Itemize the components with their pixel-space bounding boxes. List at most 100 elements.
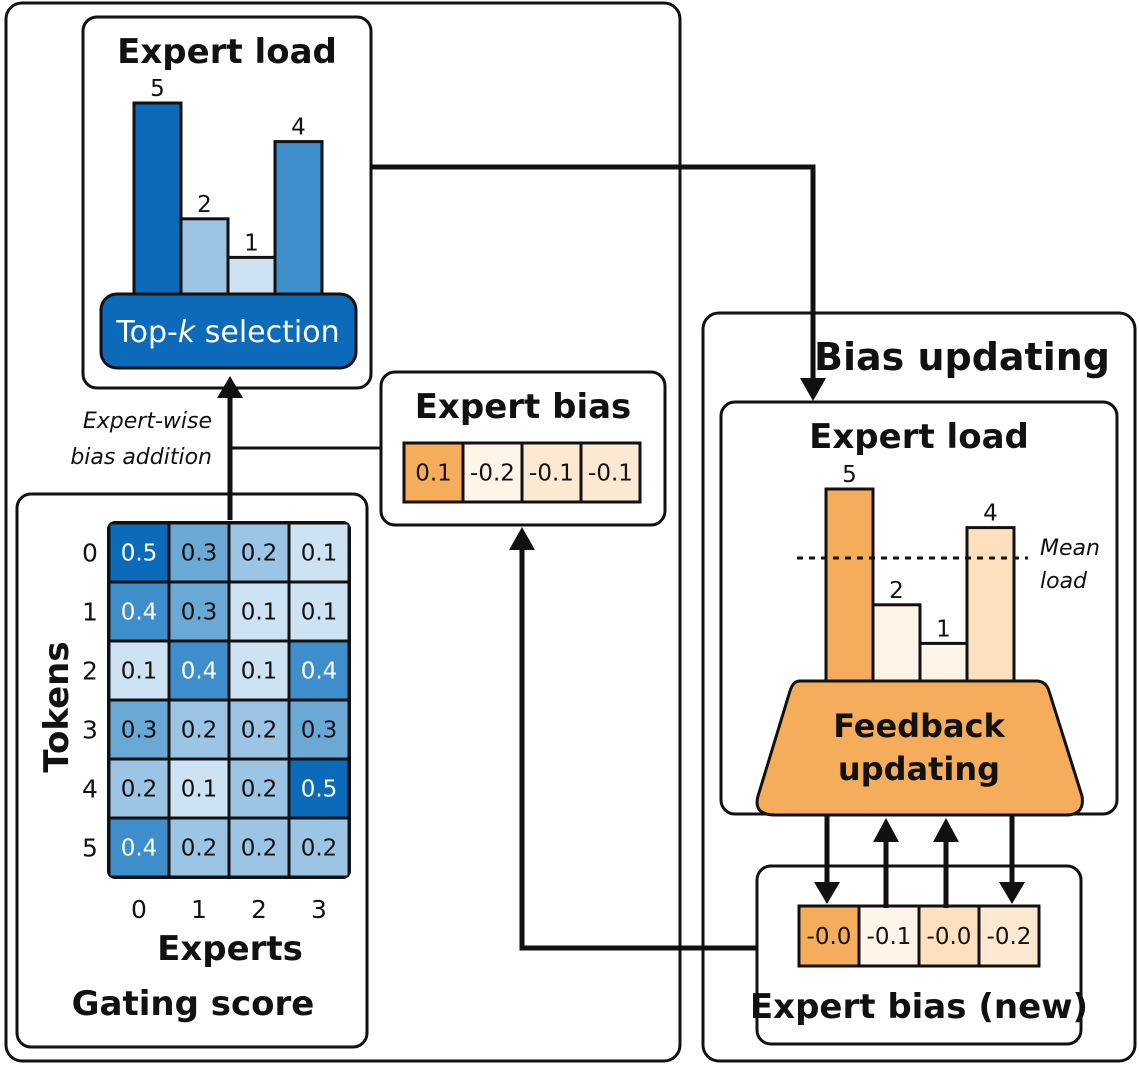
expert-col-label: 1 <box>191 895 207 924</box>
token-row-label: 2 <box>82 657 98 686</box>
heatmap-cell-value: 0.4 <box>121 836 158 862</box>
heatmap-cell-value: 0.2 <box>241 777 278 803</box>
new-bias-cell-value: -0.2 <box>987 924 1032 950</box>
heatmap-cell-value: 0.1 <box>121 659 158 685</box>
expert-bias-title: Expert bias <box>415 387 632 427</box>
feedback-updating-line1: Feedback <box>833 707 1005 745</box>
heatmap-cell <box>170 524 228 581</box>
expert-bias-cell <box>579 441 642 504</box>
mean-load-label-line1: Mean <box>1040 536 1100 561</box>
tokens-axis-label: Tokens <box>37 641 77 772</box>
heatmap-cell <box>110 819 168 876</box>
heatmap-cell <box>290 760 348 817</box>
heatmap-cell-value: 0.2 <box>241 836 278 862</box>
right-load-bar-label: 1 <box>936 616 951 642</box>
expert-col-label: 2 <box>251 895 267 924</box>
expert-bias-cell-value: 0.1 <box>415 461 452 487</box>
new-bias-cells: -0.0-0.1-0.0-0.2 <box>797 904 1041 968</box>
right-load-bar-label: 4 <box>983 501 998 527</box>
expert-bias-cell <box>402 441 465 504</box>
new-bias-cell <box>857 904 921 968</box>
heatmap-cell-value: 0.4 <box>301 659 338 685</box>
heatmap-cell-value: 0.1 <box>241 600 278 626</box>
new-bias-to-expert-bias-arrow <box>509 527 757 951</box>
heatmap-cell <box>230 701 288 758</box>
heatmap-cell-value: 0.1 <box>301 600 338 626</box>
heatmap-cell <box>230 760 288 817</box>
top-load-bar-label: 4 <box>291 115 306 141</box>
right-load-bar <box>918 641 969 684</box>
heatmap-cell-value: 0.5 <box>121 541 158 567</box>
heatmap-cell-value: 0.3 <box>121 718 158 744</box>
heatmap-cell <box>230 819 288 876</box>
top-load-bar <box>132 101 183 298</box>
heatmap-cell <box>230 642 288 699</box>
heatmap-cell-value: 0.1 <box>241 659 278 685</box>
heatmap-cell <box>170 819 228 876</box>
heatmap-cell-value: 0.2 <box>181 836 218 862</box>
right-load-bar-label: 2 <box>889 578 904 604</box>
heatmap-cell-value: 0.2 <box>121 777 158 803</box>
top-load-bar <box>179 217 230 298</box>
gating-score-title: Gating score <box>72 984 315 1024</box>
heatmap-cell <box>110 524 168 581</box>
new-bias-cell-value: -0.1 <box>867 924 912 950</box>
new-bias-title: Expert bias (new) <box>750 987 1088 1027</box>
token-row-label: 3 <box>82 716 98 745</box>
heatmap-cell-value: 0.2 <box>181 718 218 744</box>
heatmap-cell-value: 0.3 <box>301 718 338 744</box>
expert-bias-cell <box>461 441 524 504</box>
bias-addition-label-line1: Expert-wise <box>83 409 212 434</box>
expert-col-label: 0 <box>131 895 147 924</box>
bias-addition-arrow <box>217 376 381 520</box>
heatmap-cell-value: 0.1 <box>301 541 338 567</box>
heatmap-cell-value: 0.2 <box>301 836 338 862</box>
new-bias-cell <box>977 904 1041 968</box>
bias-addition-label-line2: bias addition <box>70 445 212 470</box>
token-row-label: 4 <box>82 775 98 804</box>
expert-bias-cell <box>520 441 583 504</box>
heatmap-cell <box>110 642 168 699</box>
heatmap-cell <box>170 760 228 817</box>
heatmap-cell <box>170 701 228 758</box>
heatmap-cell <box>170 642 228 699</box>
load-to-bias-updating-arrow <box>371 164 826 401</box>
right-expert-load-title: Expert load <box>809 417 1029 457</box>
heatmap-cell-value: 0.1 <box>181 777 218 803</box>
heatmap-cell <box>290 819 348 876</box>
heatmap-cell-value: 0.4 <box>181 659 218 685</box>
right-load-bar <box>824 487 875 684</box>
bias-updating-title: Bias updating <box>814 335 1110 379</box>
heatmap-cell <box>110 760 168 817</box>
new-bias-cell <box>797 904 861 968</box>
heatmap-cell <box>290 524 348 581</box>
top-k-selection-block <box>99 292 358 370</box>
token-row-label: 1 <box>82 598 98 627</box>
right-load-bar <box>871 603 922 684</box>
expert-bias-cells: 0.1 -0.2 -0.1 -0.1 <box>402 441 642 504</box>
expert-bias-cell-value: -0.1 <box>529 461 574 487</box>
heatmap-cell <box>290 701 348 758</box>
heatmap-cell-value: 0.5 <box>301 777 338 803</box>
heatmap-cell <box>290 642 348 699</box>
heatmap-cell-value: 0.2 <box>241 541 278 567</box>
expert-bias-cell-value: -0.2 <box>470 461 515 487</box>
expert-bias-cell-value: -0.1 <box>588 461 633 487</box>
heatmap-cell <box>170 583 228 640</box>
top-load-bar-label: 2 <box>197 192 212 218</box>
top-expert-load-title: Expert load <box>117 32 337 72</box>
heatmap-cell-value: 0.4 <box>121 600 158 626</box>
expert-col-label: 3 <box>311 895 327 924</box>
token-row-label: 5 <box>82 834 98 863</box>
new-bias-cell-value: -0.0 <box>927 924 972 950</box>
heatmap-cell <box>110 583 168 640</box>
heatmap-cell-value: 0.2 <box>241 718 278 744</box>
top-load-bar-label: 5 <box>150 76 165 102</box>
token-row-label: 0 <box>82 539 98 568</box>
right-load-bar <box>965 526 1016 684</box>
heatmap-cell <box>110 701 168 758</box>
